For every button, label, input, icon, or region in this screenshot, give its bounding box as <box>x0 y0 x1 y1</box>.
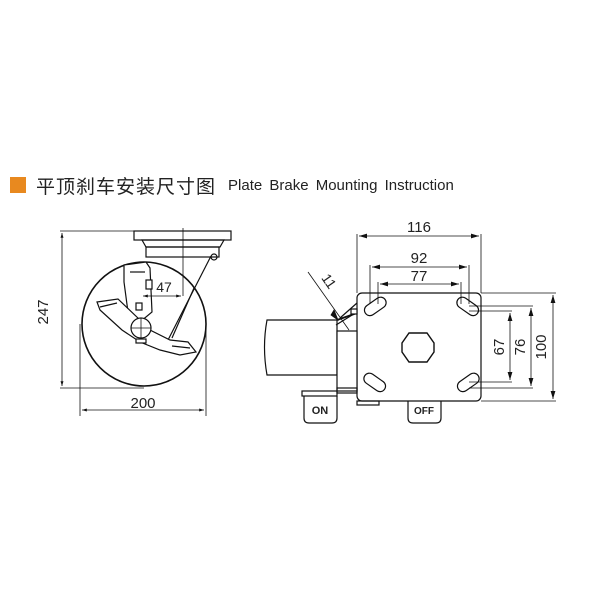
brake-off-label: OFF <box>414 406 434 417</box>
dim-bolt-height-76: 76 <box>512 339 529 356</box>
dim-bolt-width-77: 77 <box>411 268 428 285</box>
title-chinese: 平顶刹车安装尺寸图 <box>36 175 217 198</box>
top-plate <box>133 230 232 241</box>
bolt-slot-bl <box>363 372 387 393</box>
brake-pedal-on <box>303 396 338 424</box>
title-english: Plate Brake Mounting Instruction <box>228 176 454 194</box>
dim-bolt-height-67: 67 <box>491 339 508 356</box>
plate-bearing <box>140 239 226 248</box>
top-view-dimensions <box>307 233 556 402</box>
dim-plate-width-116: 116 <box>407 219 431 236</box>
side-view-dimensions <box>60 228 207 416</box>
brake-pedal-off <box>407 401 442 424</box>
side-view <box>81 230 232 387</box>
fork-side <box>336 330 358 392</box>
brake-on-label: ON <box>312 405 329 417</box>
accent-square-icon <box>10 177 26 193</box>
dim-brake-11: 11 <box>318 271 340 292</box>
dim-height-247: 247 <box>35 299 52 324</box>
swivel-housing <box>145 246 220 258</box>
top-view <box>263 292 482 424</box>
brake-lever <box>123 261 153 323</box>
bolt-slot-br <box>456 372 480 393</box>
dim-width-200: 200 <box>130 395 155 412</box>
dim-plate-height-100: 100 <box>533 334 550 359</box>
wheel-body <box>263 319 338 376</box>
bolt-slot-tr <box>456 296 480 317</box>
bolt-slot-tl <box>363 296 387 317</box>
dim-bolt-width-92: 92 <box>411 250 428 267</box>
center-slot <box>401 332 435 363</box>
dim-offset-47: 47 <box>156 279 172 295</box>
section-header: 平顶刹车安装尺寸图 Plate Brake Mounting Instructi… <box>10 170 454 200</box>
